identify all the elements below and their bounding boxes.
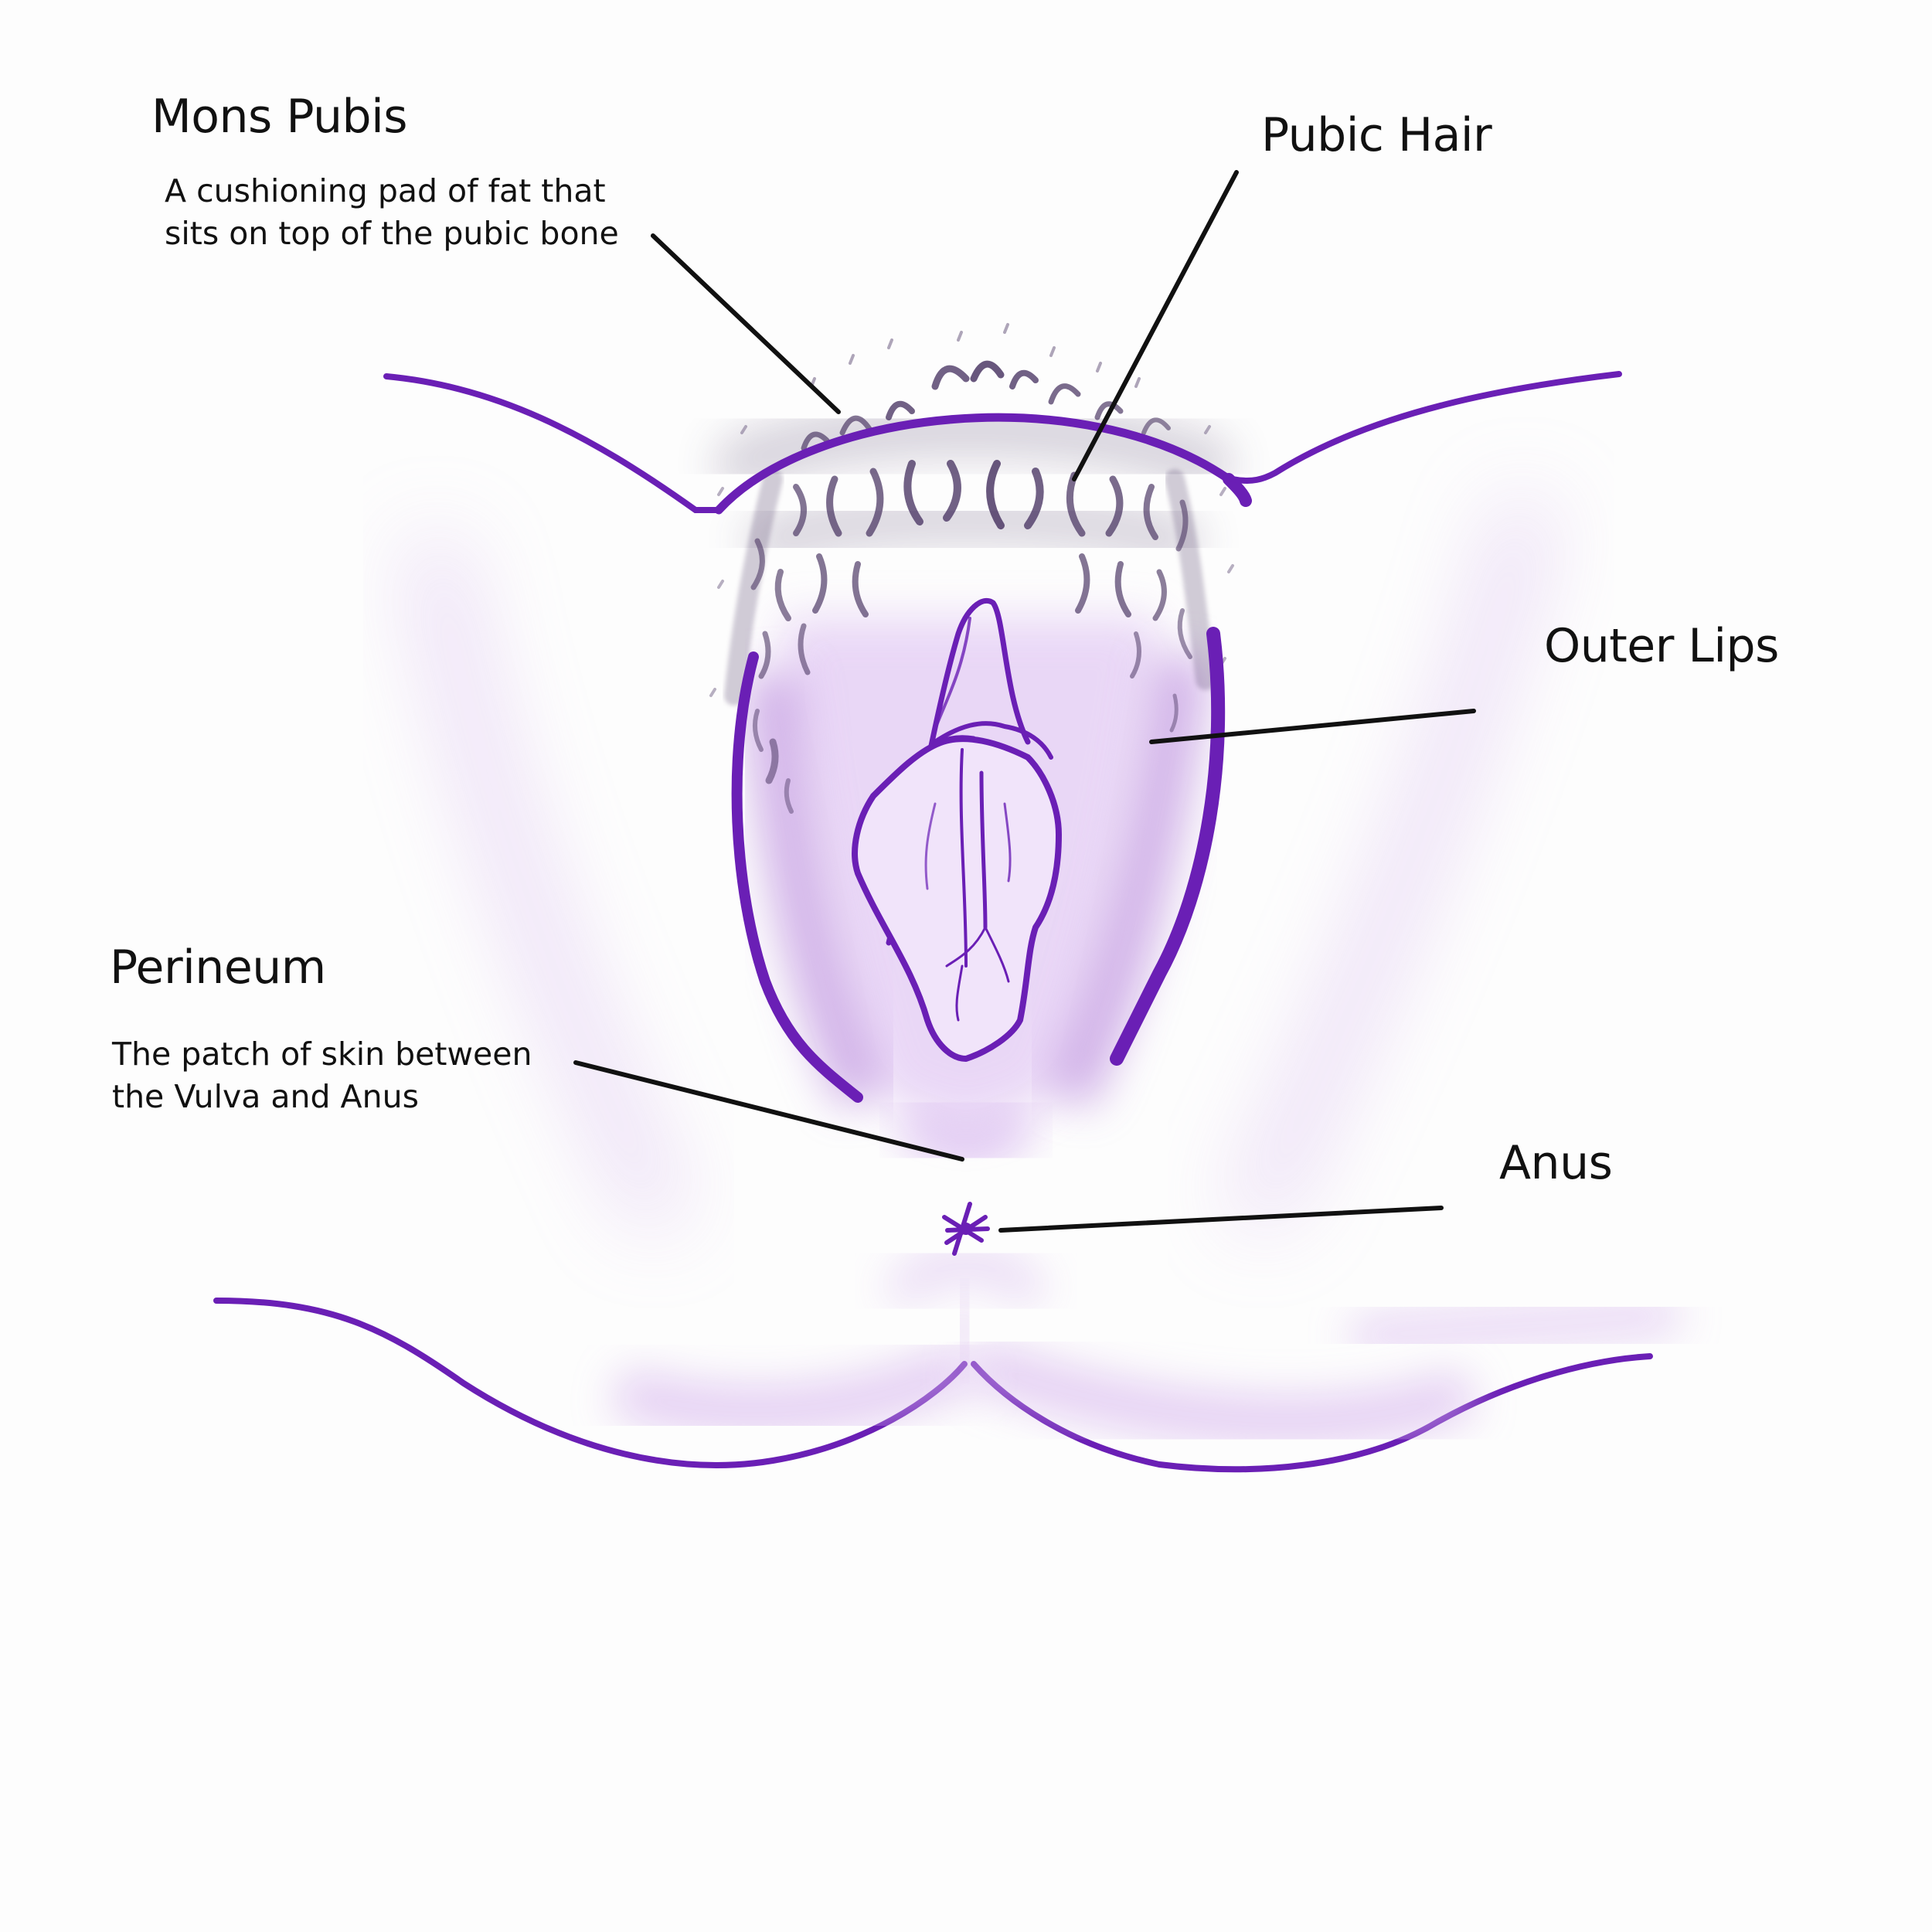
mons-pubis-description: A cushioning pad of fat that sits on top… [165,170,619,255]
leader-line-outer-lips [1149,709,1476,744]
body-outlines [213,371,1653,1473]
perineum-description: The patch of skin between the Vulva and … [112,1033,532,1118]
buttock-shading [611,1295,1679,1444]
body-shading [410,496,1553,1308]
leader-line-anus [998,1206,1444,1233]
mons-pubis-description-line: A cushioning pad of fat that [165,172,606,209]
leader-lines [573,170,1476,1233]
mons-pubis-title: Mons Pubis [151,90,408,144]
leader-line-mons-pubis [651,233,841,414]
leader-line-perineum [573,1060,964,1162]
perineum-description-line: the Vulva and Anus [112,1078,419,1115]
outer-lips-title: Outer Lips [1544,619,1779,673]
perineum-title: Perineum [110,940,326,995]
pubic-hair-texture [709,323,1234,814]
anus-title: Anus [1499,1136,1613,1190]
perineum-description-line: The patch of skin between [112,1036,532,1073]
anus-mark [942,1202,990,1256]
outer-lips [731,627,1226,1103]
inner-labia [852,598,1062,1062]
mons-pubis-description-line: sits on top of the pubic bone [165,215,619,252]
pubic-hair-title: Pubic Hair [1261,108,1492,162]
leader-line-pubic-hair [1072,170,1239,481]
